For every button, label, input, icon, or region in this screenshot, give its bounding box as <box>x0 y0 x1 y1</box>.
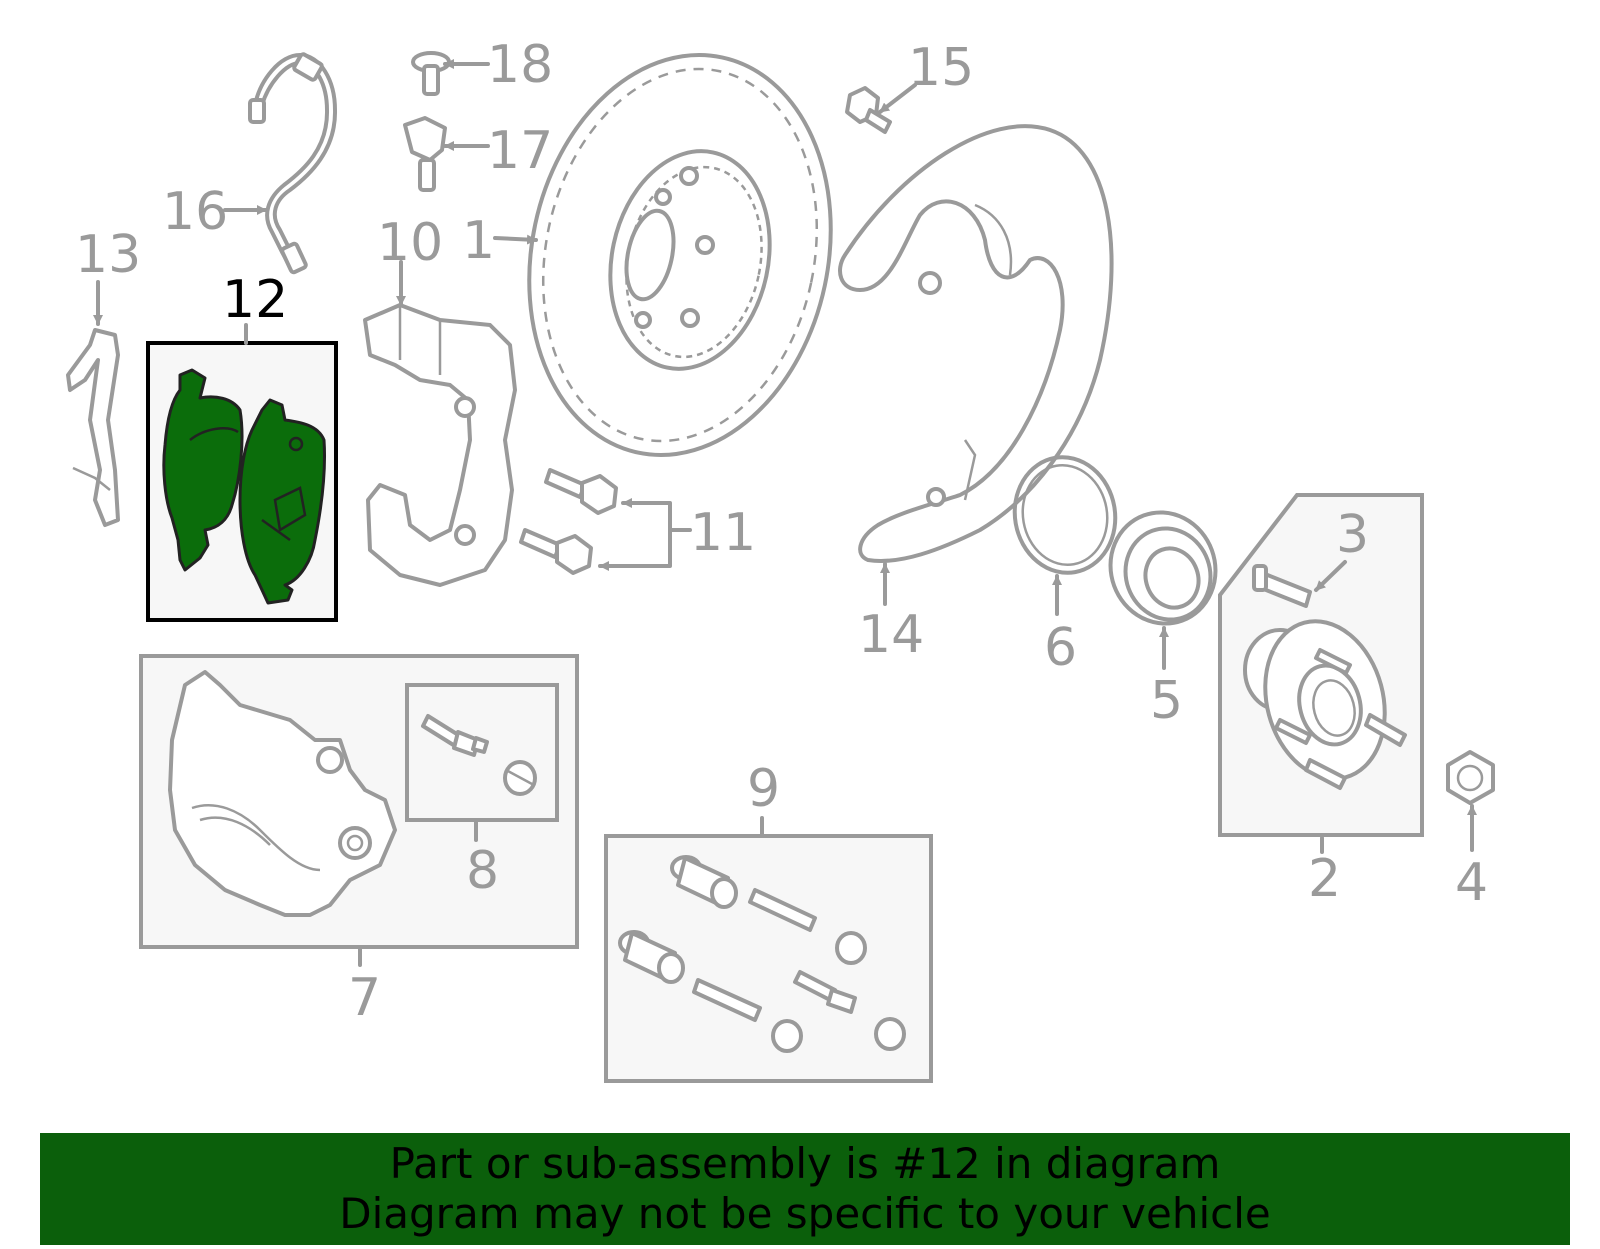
callout-11: 11 <box>690 503 756 563</box>
caliper-bracket[interactable] <box>363 303 517 587</box>
bracket-bolt-upper[interactable] <box>544 468 618 515</box>
callout-18: 18 <box>487 35 553 95</box>
callout-10: 10 <box>377 213 443 273</box>
banner-line-1: Part or sub-assembly is #12 in diagram <box>389 1139 1221 1188</box>
callout-5: 5 <box>1150 671 1183 731</box>
wheel-hub[interactable] <box>1243 608 1407 793</box>
brake-rotor[interactable] <box>493 27 867 484</box>
callout-1: 1 <box>462 211 495 271</box>
wheel-speed-sensor[interactable] <box>403 116 447 192</box>
bleeder-screw[interactable] <box>421 714 489 757</box>
callout-4: 4 <box>1455 853 1488 913</box>
callout-15: 15 <box>908 38 974 98</box>
callout-12: 12 <box>222 270 288 330</box>
brake-hose[interactable] <box>248 52 338 275</box>
callout-6: 6 <box>1044 618 1077 678</box>
leader-lines <box>93 59 1477 967</box>
callout-2: 2 <box>1308 849 1341 909</box>
callout-labels: 18 17 15 16 13 12 10 1 11 3 14 6 5 9 8 2… <box>75 35 1488 1028</box>
snap-ring[interactable] <box>1006 449 1125 581</box>
brake-caliper[interactable] <box>168 670 397 917</box>
info-banner: Part or sub-assembly is #12 in diagram D… <box>40 1133 1570 1245</box>
callout-13: 13 <box>75 225 141 285</box>
callout-16: 16 <box>162 182 228 242</box>
banner-line-2: Diagram may not be specific to your vehi… <box>339 1189 1271 1238</box>
bleeder-cap[interactable] <box>503 760 537 796</box>
rotor-screw[interactable] <box>411 51 451 96</box>
wheel-stud[interactable] <box>1252 564 1312 608</box>
anti-rattle-spring[interactable] <box>66 328 120 527</box>
wheel-bearing[interactable] <box>1095 498 1231 639</box>
callout-7: 7 <box>348 968 381 1028</box>
callout-3: 3 <box>1336 505 1369 565</box>
callout-8: 8 <box>466 841 499 901</box>
hub-nut[interactable] <box>1446 750 1495 805</box>
bracket-bolt-lower[interactable] <box>519 528 593 575</box>
splash-shield[interactable] <box>838 124 1114 563</box>
callout-9: 9 <box>747 759 780 819</box>
guide-pin-kit[interactable] <box>618 855 906 1053</box>
brake-pad-set[interactable] <box>162 368 327 605</box>
shield-bolt[interactable] <box>845 86 892 134</box>
callout-17: 17 <box>487 121 553 181</box>
brake-assembly-diagram: 18 17 15 16 13 12 10 1 11 3 14 6 5 9 8 2… <box>66 27 1495 1083</box>
callout-14: 14 <box>858 605 924 665</box>
